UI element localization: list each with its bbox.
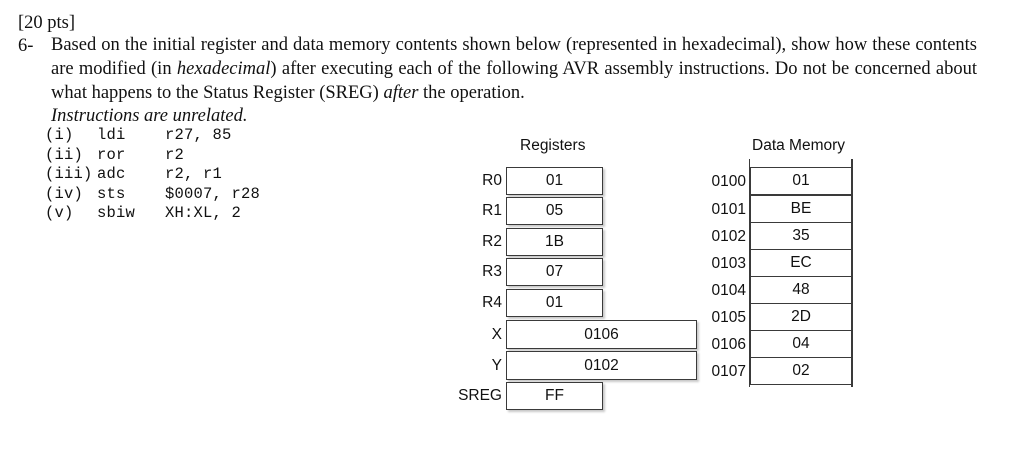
instruction-list: (i) ldi r27, 85 (ii) ror r2 (iii) adc r2… — [45, 126, 260, 224]
register-value-x: 0106 — [506, 320, 697, 349]
question-text-part2: ) after executing each of the following … — [51, 58, 977, 103]
instruction-operands: $0007, r28 — [165, 184, 261, 203]
memory-value-0104: 48 — [750, 276, 852, 304]
registers-title: Registers — [520, 137, 586, 154]
register-value-r2: 1B — [506, 228, 603, 256]
register-value-r0: 01 — [506, 167, 603, 195]
instruction-row: (ii) ror r2 — [45, 146, 260, 166]
instruction-row: (iii) adc r2, r1 — [45, 165, 260, 185]
instruction-operands: r27, 85 — [165, 126, 232, 144]
question-paragraph: Based on the initial register and data m… — [51, 34, 977, 105]
memory-value-0100: 01 — [750, 167, 852, 195]
register-label-r3: R3 — [482, 263, 502, 280]
question-closing-italic: Instructions are unrelated. — [51, 106, 248, 127]
memory-value-0101: BE — [750, 195, 852, 223]
instruction-row: (i) ldi r27, 85 — [45, 126, 260, 146]
question-text-part3: the operation. — [418, 82, 525, 103]
memory-address-0102: 0102 — [711, 228, 746, 245]
memory-address-0103: 0103 — [711, 255, 746, 272]
memory-value-0105: 2D — [750, 303, 852, 331]
instruction-row: (iv) sts $0007, r28 — [45, 185, 260, 205]
register-label-sreg: SREG — [458, 387, 502, 404]
memory-address-0106: 0106 — [711, 336, 746, 353]
register-label-r2: R2 — [482, 233, 502, 250]
instruction-number: (iv) — [45, 184, 84, 203]
question-emphasis-after: after — [383, 82, 419, 103]
instruction-number: (i) — [45, 126, 74, 144]
question-number: 6- — [18, 36, 34, 56]
memory-value-0102: 35 — [750, 222, 852, 250]
instruction-row: (v) sbiw XH:XL, 2 — [45, 204, 260, 224]
data-memory-title: Data Memory — [752, 137, 846, 154]
register-label-r0: R0 — [482, 172, 502, 189]
instruction-opcode: ror — [97, 145, 126, 164]
instruction-opcode: sts — [97, 184, 126, 203]
instruction-number: (ii) — [45, 145, 84, 164]
question-emphasis-hexadecimal: hexadecimal — [176, 58, 271, 79]
instruction-number: (v) — [45, 204, 74, 223]
register-value-y: 0102 — [506, 351, 697, 380]
question-body: Based on the initial register and data m… — [51, 34, 977, 129]
register-value-r4: 01 — [506, 289, 603, 317]
register-label-x: X — [491, 326, 502, 343]
question-closing-note: Instructions are unrelated. — [51, 105, 977, 129]
memory-address-0105: 0105 — [711, 309, 746, 326]
register-label-r1: R1 — [482, 202, 502, 219]
register-value-r1: 05 — [506, 197, 603, 225]
memory-value-0103: EC — [750, 249, 852, 277]
memory-address-0107: 0107 — [711, 363, 746, 380]
instruction-operands: r2 — [165, 145, 185, 164]
data-memory-left-rail — [748, 159, 751, 387]
points-label: [20 pts] — [18, 13, 76, 33]
instruction-number: (iii) — [45, 165, 93, 184]
memory-address-0100: 0100 — [711, 173, 746, 190]
memory-address-0101: 0101 — [711, 201, 746, 218]
memory-address-0104: 0104 — [711, 282, 746, 299]
register-label-y: Y — [491, 357, 502, 374]
instruction-opcode: ldi — [97, 126, 126, 144]
instruction-operands: r2, r1 — [165, 165, 223, 184]
register-value-r3: 07 — [506, 258, 603, 286]
instruction-operands: XH:XL, 2 — [165, 204, 242, 223]
instruction-opcode: sbiw — [97, 204, 136, 223]
question-text-part1: Based on the initial register and data m… — [51, 35, 977, 79]
memory-value-0107: 02 — [750, 357, 852, 385]
register-value-sreg: FF — [506, 382, 603, 410]
memory-value-0106: 04 — [750, 330, 852, 358]
register-label-r4: R4 — [482, 294, 502, 311]
instruction-opcode: adc — [97, 165, 126, 184]
